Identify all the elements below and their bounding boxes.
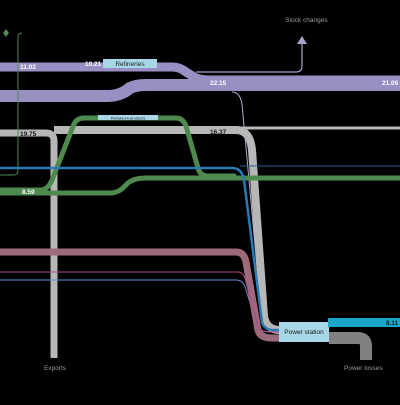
refineries-label: Refineries [115,61,145,68]
value-label: 22.15 [210,80,227,87]
refineries-node [103,59,157,68]
green-diamond-icon [3,29,9,37]
power-station-node [279,322,329,342]
stock-changes-arrow-icon [297,36,307,44]
flow-pink [0,271,280,333]
flow-green-main [0,175,400,196]
stock-changes-label: Stock changes [285,17,328,24]
value-label: 10.21 [85,61,102,68]
flow-mauve [0,248,280,342]
value-label: 11.02 [20,64,36,71]
flow-blue-1 [0,166,280,332]
flow-oil-main [0,79,400,102]
value-label: 16.37 [210,129,227,136]
flow-stock-changes [196,42,303,73]
petroleum-products-label: Petroleum products [111,116,146,121]
petroleum-products-node [98,115,158,120]
power-station-label: Power station [284,329,324,336]
value-label: 21.06 [382,80,399,87]
value-label: 8.59 [22,189,35,196]
flow-green-thin [0,32,23,176]
exports-label: Exports [44,365,67,372]
flow-power-losses [329,332,372,360]
value-box-8-11 [328,318,400,327]
value-label: 19.75 [20,131,37,138]
power-losses-label: Power losses [344,365,383,372]
flow-grey-main [0,129,58,358]
value-label: 8.11 [386,320,399,327]
flow-grey-to-power [54,126,281,334]
